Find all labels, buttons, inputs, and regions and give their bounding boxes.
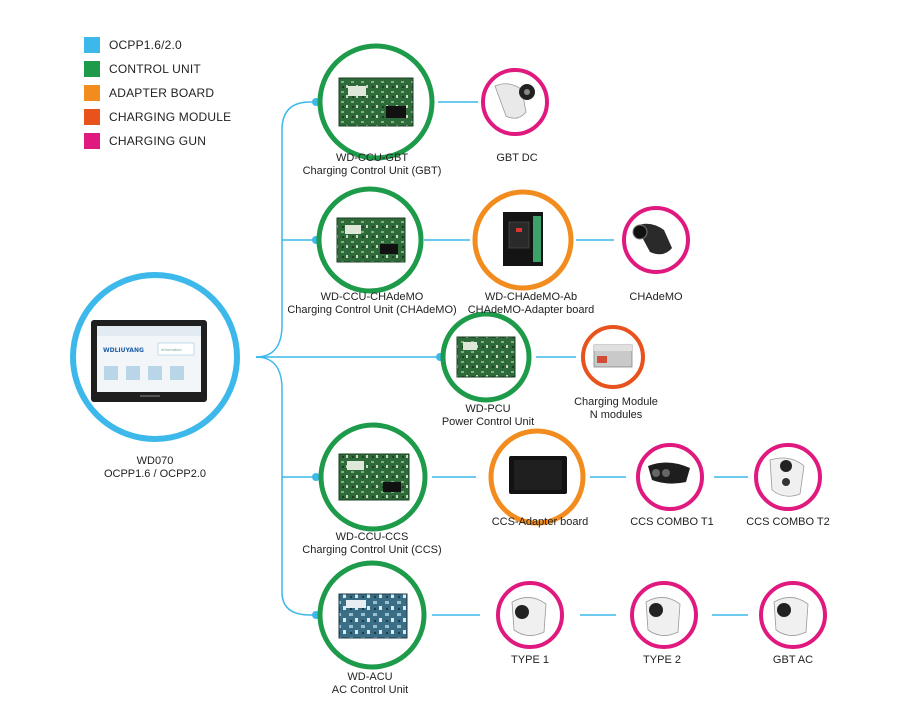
pcu-node bbox=[440, 311, 532, 403]
gbt-dc-gun-node bbox=[481, 68, 549, 136]
caption-line: Charging Control Unit (GBT) bbox=[302, 165, 442, 177]
caption-ccu-ccs: WD-CCU-CCS Charging Control Unit (CCS) bbox=[302, 531, 441, 557]
caption-ccu-gbt: WD-CCU-GBT Charging Control Unit (GBT) bbox=[303, 152, 442, 178]
ccs-adapter-node bbox=[488, 428, 586, 526]
main-title: WD070 bbox=[136, 455, 174, 467]
caption-line: CHAdeMO-Adapter board bbox=[467, 304, 595, 316]
caption-line: Charging Control Unit (CCS) bbox=[302, 544, 442, 556]
caption-ccs-adapter: CCS-Adapter board bbox=[492, 516, 589, 529]
caption-line: WD-ACU bbox=[347, 671, 393, 683]
legend-item-charging-gun: CHARGING GUN bbox=[84, 129, 231, 153]
caption-line: Charging Control Unit (CHAdeMO) bbox=[287, 304, 457, 316]
caption-line: WD-CCU-CCS bbox=[335, 531, 409, 543]
legend-label: CHARGING MODULE bbox=[109, 110, 232, 124]
caption-acu: WD-ACU AC Control Unit bbox=[332, 671, 408, 697]
caption-line: Power Control Unit bbox=[441, 416, 535, 428]
caption-charging-module: Charging Module N modules bbox=[574, 396, 658, 422]
legend-swatch bbox=[84, 133, 100, 149]
ccs-t2-gun-node bbox=[754, 443, 822, 511]
legend-label: ADAPTER BOARD bbox=[109, 86, 215, 100]
ocpp-node: WDLIUYANG Information bbox=[70, 272, 240, 442]
legend-swatch bbox=[84, 37, 100, 53]
ccu-ccs-node bbox=[318, 422, 428, 532]
ccs-t1-gun-node bbox=[636, 443, 704, 511]
caption-gbt-dc: GBT DC bbox=[496, 152, 537, 165]
caption-main: WD070 OCPP1.6 / OCPP2.0 bbox=[104, 455, 206, 481]
gbt-ac-gun-node bbox=[759, 581, 827, 649]
main-subtitle: OCPP1.6 / OCPP2.0 bbox=[103, 468, 207, 480]
caption-chademo: CHAdeMO bbox=[629, 291, 682, 304]
caption-line: TYPE 1 bbox=[511, 654, 549, 666]
connectors bbox=[255, 101, 748, 616]
legend: OCPP1.6/2.0 CONTROL UNIT ADAPTER BOARD C… bbox=[84, 33, 231, 153]
trunk-line bbox=[255, 101, 316, 358]
charging-module-node bbox=[581, 325, 645, 389]
legend-swatch bbox=[84, 61, 100, 77]
type2-gun-node bbox=[630, 581, 698, 649]
caption-line: CCS-Adapter board bbox=[491, 516, 589, 528]
legend-item-ocpp: OCPP1.6/2.0 bbox=[84, 33, 231, 57]
legend-item-adapter-board: ADAPTER BOARD bbox=[84, 81, 231, 105]
acu-node bbox=[317, 560, 427, 670]
caption-line: WD-PCU bbox=[465, 403, 511, 415]
type1-gun-node bbox=[496, 581, 564, 649]
legend-swatch bbox=[84, 109, 100, 125]
caption-gbt-ac: GBT AC bbox=[773, 654, 813, 667]
chademo-gun-node bbox=[622, 206, 690, 274]
caption-line: TYPE 2 bbox=[643, 654, 681, 666]
caption-line: WD-CHAdeMO-Ab bbox=[484, 291, 578, 303]
legend-label: CONTROL UNIT bbox=[109, 62, 201, 76]
caption-ccu-chademo: WD-CCU-CHAdeMO Charging Control Unit (CH… bbox=[287, 291, 456, 317]
legend-label: CHARGING GUN bbox=[109, 134, 207, 148]
caption-line: CHAdeMO bbox=[629, 291, 683, 303]
caption-ccs-t2: CCS COMBO T2 bbox=[746, 516, 830, 529]
caption-pcu: WD-PCU Power Control Unit bbox=[442, 403, 534, 429]
legend-item-charging-module: CHARGING MODULE bbox=[84, 105, 231, 129]
chademo-adapter-node bbox=[472, 189, 574, 291]
ccu-chademo-node bbox=[316, 186, 424, 294]
trunk-line-lower bbox=[255, 356, 316, 616]
caption-line: GBT DC bbox=[496, 152, 538, 164]
caption-ccs-t1: CCS COMBO T1 bbox=[630, 516, 714, 529]
caption-type1: TYPE 1 bbox=[511, 654, 549, 667]
caption-line: AC Control Unit bbox=[331, 684, 409, 696]
legend-label: OCPP1.6/2.0 bbox=[109, 38, 182, 52]
caption-line: WD-CCU-GBT bbox=[335, 152, 409, 164]
caption-line: CCS COMBO T1 bbox=[630, 516, 714, 528]
legend-item-control-unit: CONTROL UNIT bbox=[84, 57, 231, 81]
screen-panel: Information bbox=[161, 348, 182, 352]
caption-line: CCS COMBO T2 bbox=[746, 516, 830, 528]
ccu-gbt-node bbox=[317, 43, 435, 161]
caption-chademo-adapter: WD-CHAdeMO-Ab CHAdeMO-Adapter board bbox=[468, 291, 595, 317]
legend-swatch bbox=[84, 85, 100, 101]
caption-type2: TYPE 2 bbox=[643, 654, 681, 667]
screen-brand: WDLIUYANG bbox=[103, 347, 144, 354]
caption-line: GBT AC bbox=[772, 654, 814, 666]
caption-line: N modules bbox=[589, 409, 643, 421]
caption-line: Charging Module bbox=[574, 396, 658, 408]
caption-line: WD-CCU-CHAdeMO bbox=[320, 291, 424, 303]
